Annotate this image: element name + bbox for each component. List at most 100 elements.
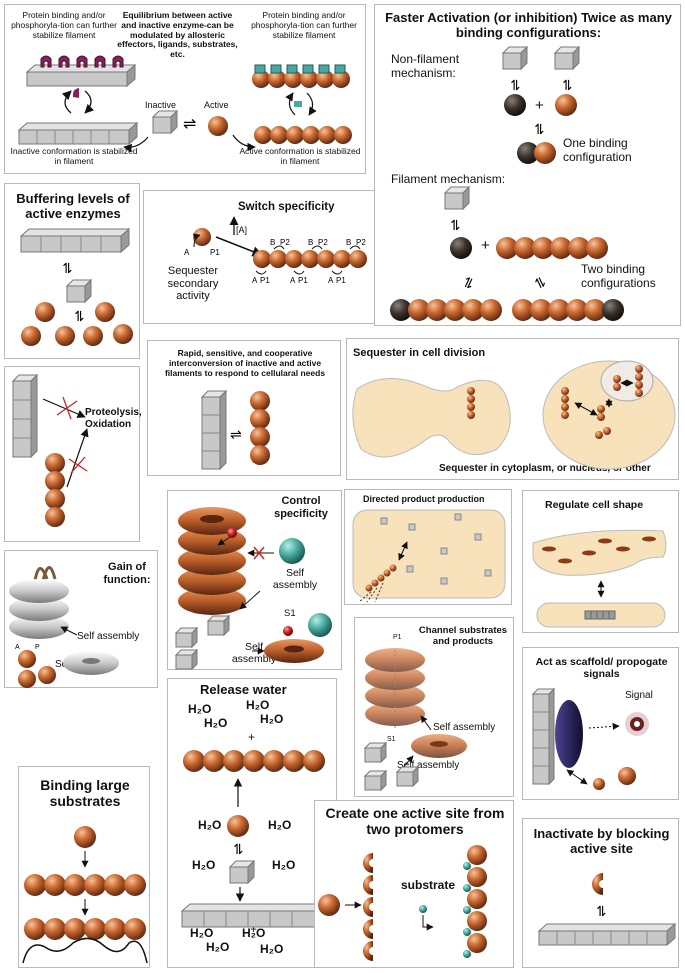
svg-text:P2: P2 bbox=[356, 238, 366, 247]
control-specificity-title: Control specificity bbox=[274, 495, 328, 520]
svg-text:P2: P2 bbox=[280, 238, 290, 247]
svg-text:P1: P1 bbox=[210, 248, 220, 257]
buffering-title: Buffering levels of active enzymes bbox=[16, 191, 130, 221]
svg-text:P: P bbox=[35, 644, 40, 651]
sequester-diagram bbox=[352, 360, 676, 470]
scaffold-title: Act as scaffold/ propogate signals bbox=[535, 656, 668, 681]
sequester-division-title: Sequester in cell division bbox=[353, 347, 486, 359]
enzyme-sphere-icon bbox=[208, 116, 228, 136]
gain-function-title: Gain of function: bbox=[103, 561, 151, 586]
svg-text:⇌: ⇌ bbox=[447, 219, 463, 231]
panel-faster-activation: Faster Activation (or inhibition) Twice … bbox=[374, 4, 681, 326]
h2o-6: H₂O bbox=[268, 818, 292, 832]
h2o-11: H₂O bbox=[206, 940, 230, 954]
svg-text:⇌: ⇌ bbox=[230, 843, 246, 855]
svg-text:A: A bbox=[15, 644, 20, 651]
active-filament-bottom bbox=[254, 126, 352, 144]
inactive-label: Inactive bbox=[145, 100, 177, 110]
svg-text:⇌: ⇌ bbox=[531, 123, 547, 135]
scaffold-protein-icon bbox=[555, 700, 583, 768]
control-specificity-diagram bbox=[174, 507, 332, 671]
center-note: Equilibrium between active and inactive … bbox=[117, 10, 238, 60]
self-assembly-ch: Self assembly bbox=[433, 722, 496, 733]
active-filament-top bbox=[252, 64, 350, 88]
binding-large-title: Binding large substrates bbox=[40, 777, 130, 810]
panel-gain-of-function: Gain of function: Self assembly Self ass… bbox=[4, 550, 158, 688]
svg-text:⇌: ⇌ bbox=[458, 274, 478, 292]
directed-product-diagram bbox=[352, 509, 506, 603]
svg-text:A: A bbox=[328, 276, 334, 285]
create-active-site-diagram bbox=[318, 845, 487, 961]
svg-text:⇌: ⇌ bbox=[593, 905, 609, 917]
self-assembly-ch-2: Self assembly bbox=[397, 760, 460, 771]
channel-diagram bbox=[363, 648, 467, 792]
equilibrium-diagram: ⇌ bbox=[17, 55, 352, 153]
release-water-diagram: ⇌ bbox=[180, 750, 326, 929]
p1-label: P1 bbox=[393, 634, 402, 641]
panel-directed-product: Directed product production bbox=[344, 489, 512, 605]
torus-icon bbox=[178, 507, 246, 615]
inactive-cube-icon bbox=[151, 109, 179, 135]
svg-text:⇌: ⇌ bbox=[507, 79, 523, 91]
svg-text:P2: P2 bbox=[318, 238, 328, 247]
panel-scaffold: Act as scaffold/ propogate signals Signa… bbox=[522, 647, 679, 800]
svg-text:⇌: ⇌ bbox=[230, 427, 242, 443]
plus-water-2: + bbox=[250, 922, 258, 936]
panel-rapid-interconversion: Rapid, sensitive, and cooperative interc… bbox=[147, 340, 341, 476]
panel-equilibrium: Protein binding and/or phosphoryla-tion … bbox=[4, 4, 366, 174]
svg-text:⇌: ⇌ bbox=[71, 310, 87, 322]
switch-specificity-title: Switch specificity bbox=[238, 201, 335, 213]
h2o-8: H₂O bbox=[272, 858, 296, 872]
create-active-site-title: Create one active site from two protomer… bbox=[325, 805, 505, 838]
release-water-title: Release water bbox=[200, 682, 287, 697]
inactivate-diagram: ⇌ bbox=[537, 873, 677, 947]
active-label: Active bbox=[204, 100, 229, 110]
sequester-label: Sequester secondary activity bbox=[167, 265, 219, 303]
one-binding-label: One binding configuration bbox=[563, 136, 632, 164]
svg-text:A: A bbox=[290, 276, 296, 285]
right-note: Protein binding and/or phosphoryla-tion … bbox=[251, 10, 357, 40]
h2o-12: H₂O bbox=[260, 942, 284, 956]
svg-text:B: B bbox=[270, 238, 275, 247]
active-caption: Active conformation is stabilized in fil… bbox=[239, 146, 361, 166]
svg-text:A: A bbox=[252, 276, 258, 285]
directed-product-title: Directed product production bbox=[363, 494, 485, 504]
scaffold-diagram bbox=[531, 687, 649, 790]
regulate-shape-title: Regulate cell shape bbox=[545, 499, 644, 511]
rapid-diagram: ⇌ bbox=[200, 389, 270, 471]
rapid-title: Rapid, sensitive, and cooperative interc… bbox=[164, 348, 326, 378]
h2o-1: H₂O bbox=[188, 702, 212, 716]
channel-title: Channel substrates and products bbox=[418, 625, 508, 647]
svg-text:P1: P1 bbox=[260, 276, 270, 285]
h2o-7: H₂O bbox=[192, 858, 216, 872]
equilibrium-arrows-icon: ⇌ bbox=[183, 114, 196, 133]
s1-label-2: S1 bbox=[284, 608, 296, 619]
inactive-caption: Inactive conformation is stabilized in f… bbox=[10, 146, 138, 166]
svg-text:⇌: ⇌ bbox=[59, 262, 75, 274]
self-assembly-label: Self assembly bbox=[272, 567, 318, 592]
panel-sequester-division: Sequester in cell division Sequester in … bbox=[346, 338, 679, 480]
cycle-arrow-icon bbox=[61, 90, 72, 114]
s1-label-ch: S1 bbox=[387, 736, 396, 743]
h2o-4: H₂O bbox=[260, 712, 284, 726]
panel-buffering: Buffering levels of active enzymes ⇌ ⇌ bbox=[4, 183, 140, 359]
panel-create-active-site: Create one active site from two protomer… bbox=[314, 800, 514, 968]
svg-text:P1: P1 bbox=[298, 276, 308, 285]
svg-text:⇌: ⇌ bbox=[530, 274, 550, 292]
sequester-caption: Sequester in cytoplasm, or nucleus, or o… bbox=[439, 463, 651, 474]
inactive-filament-top bbox=[25, 55, 137, 88]
faster-activation-diagram: ⇌ ⇌ ⇌ ⇌ ⇌ ⇌ bbox=[390, 45, 624, 321]
panel-inactivate-blocking: Inactivate by blocking active site ⇌ bbox=[522, 818, 679, 968]
svg-text:P1: P1 bbox=[336, 276, 346, 285]
plus-sign-2: + bbox=[481, 237, 490, 254]
regulate-shape-diagram bbox=[532, 529, 667, 628]
binding-large-diagram bbox=[22, 826, 148, 964]
panel-binding-large: Binding large substrates bbox=[18, 766, 150, 968]
inactivate-title: Inactivate by blocking active site bbox=[533, 826, 670, 856]
substrate-label: substrate bbox=[401, 878, 456, 892]
h2o-5: H₂O bbox=[198, 818, 222, 832]
panel-switch-specificity: Switch specificity [A] Sequester seconda… bbox=[143, 190, 375, 324]
filament-label: Filament mechanism: bbox=[391, 172, 506, 186]
left-note: Protein binding and/or phosphoryla-tion … bbox=[11, 10, 117, 40]
